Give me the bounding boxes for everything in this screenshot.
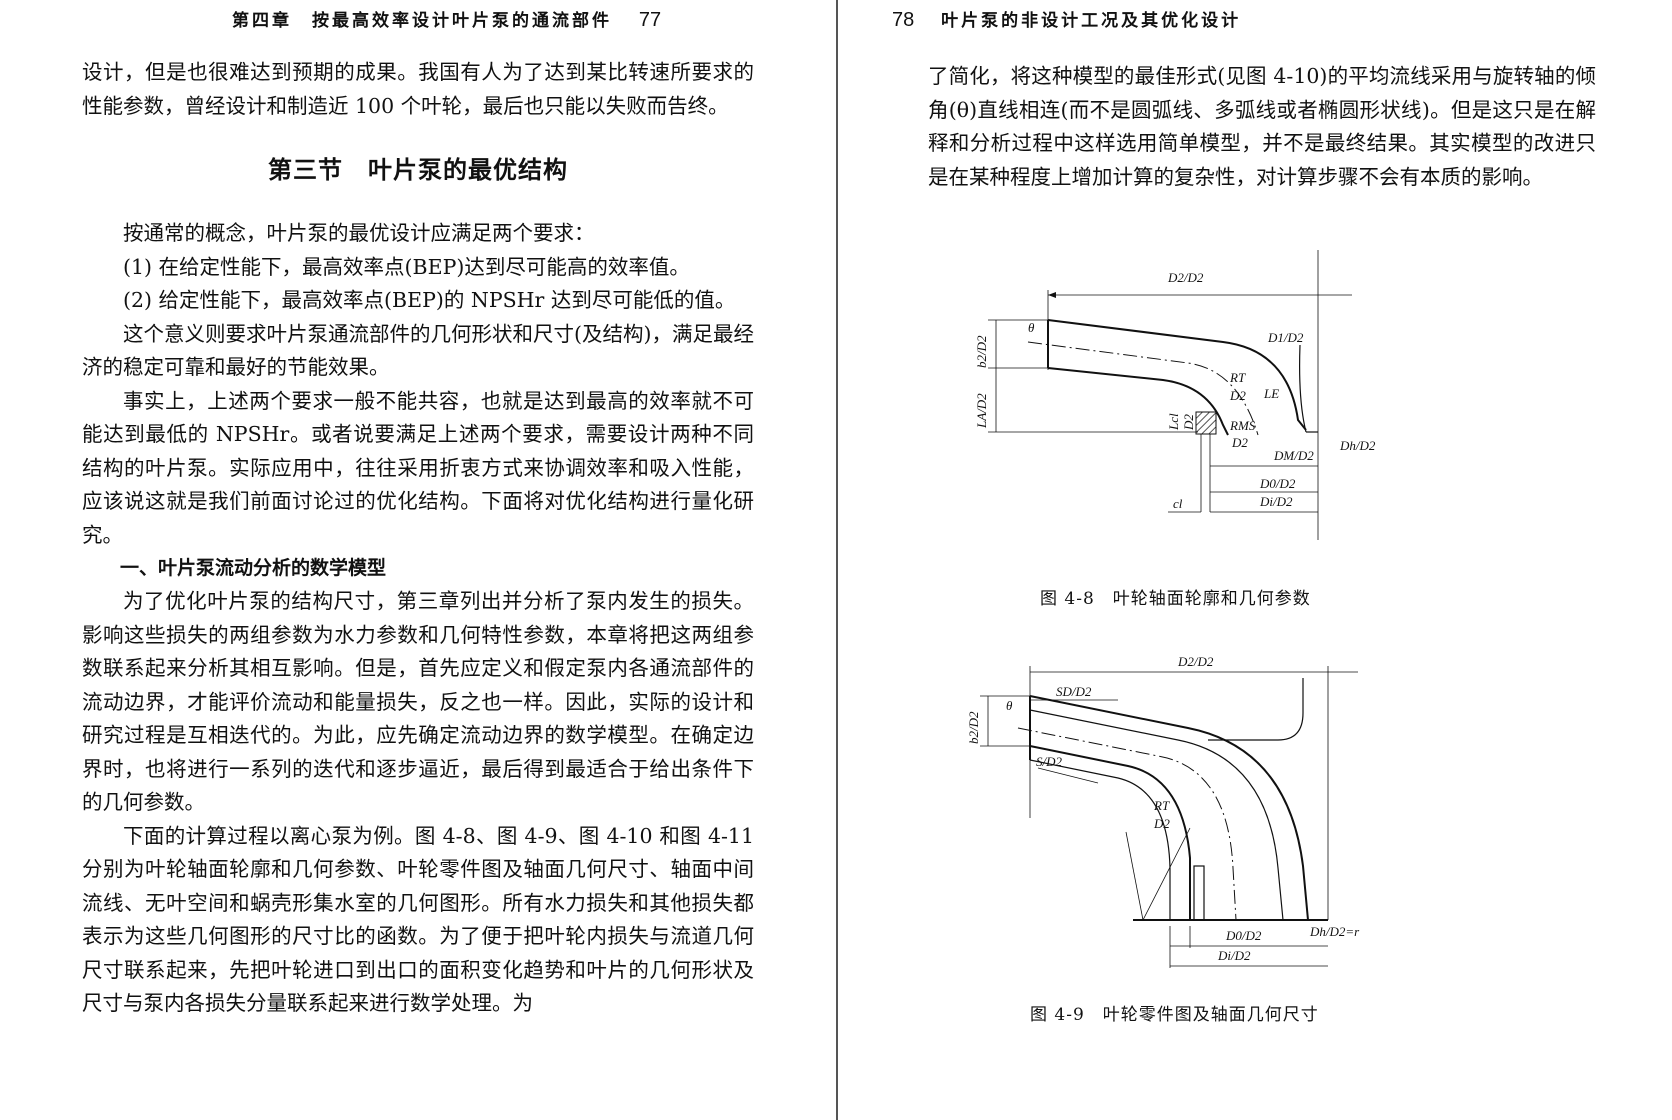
- right-header-title: 叶片泵的非设计工况及其优化设计: [941, 11, 1242, 31]
- paragraph: 设计，但是也很难达到预期的成果。我国有人为了达到某比转速所要求的性能参数，曾经设…: [82, 60, 754, 118]
- right-page: 78 叶片泵的非设计工况及其优化设计 了简化，将这种模型的最佳形式(见图 4-1…: [838, 0, 1672, 1120]
- section-heading: 第三节 叶片泵的最优结构: [268, 156, 568, 184]
- label-lcl: Lcl: [1166, 413, 1181, 431]
- label-d2: D2/D2: [1177, 654, 1214, 669]
- label-le: LE: [1263, 386, 1279, 401]
- label-rt: RT: [1229, 370, 1246, 385]
- label-cl: cl: [1173, 496, 1183, 511]
- leading-edge: [1299, 344, 1307, 433]
- label-d0: D0/D2: [1259, 476, 1296, 491]
- label-dh: Dh/D2=r: [1309, 924, 1360, 939]
- label-rt-den: D2: [1153, 816, 1170, 831]
- figure-4-8-diagram: D2/D2 b2/D2 LA/D2 θ D1/D2 RT D2 LE RMS: [974, 250, 1376, 540]
- figure-4-9-caption: 图 4-9 叶轮零件图及轴面几何尺寸: [1030, 1005, 1319, 1025]
- radius-line: [1125, 831, 1144, 921]
- label-d0: D0/D2: [1225, 928, 1262, 943]
- shroud-inner-contour: [1029, 709, 1284, 921]
- left-header-title: 第四章 按最高效率设计叶片泵的通流部件: [232, 11, 612, 31]
- label-di: Di/D2: [1217, 948, 1251, 963]
- label-theta: θ: [1028, 320, 1035, 335]
- label-rt: RT: [1153, 798, 1170, 813]
- hub-contour: [1047, 367, 1229, 436]
- left-page-header: 第四章 按最高效率设计叶片泵的通流部件 77: [232, 6, 661, 32]
- right-page-number: 78: [892, 9, 915, 31]
- label-b2: b2/D2: [966, 711, 981, 744]
- list-item: (1) 在给定性能下，最高效率点(BEP)达到尽可能高的效率值。: [123, 254, 690, 279]
- seal-ring: [1195, 411, 1217, 435]
- shroud-contour: [1029, 695, 1309, 921]
- eye-lip: [1208, 678, 1304, 741]
- book-spine: [836, 0, 838, 1120]
- paragraph: 下面的计算过程以离心泵为例。图 4-8、图 4-9、图 4-10 和图 4-11…: [82, 823, 754, 1016]
- label-dh: Dh/D2: [1339, 438, 1376, 453]
- shroud-contour: [1047, 319, 1307, 431]
- hub-contour: [1029, 745, 1191, 920]
- hub-inner-contour: [1029, 759, 1171, 920]
- left-page: 第四章 按最高效率设计叶片泵的通流部件 77 设计，但是也很难达到预期的成果。我…: [82, 6, 754, 1021]
- paragraph: 事实上，上述两个要求一般不能共容，也就是达到最高的效率就不可能达到最低的 NPS…: [82, 388, 754, 547]
- arrow-head: [1048, 292, 1056, 298]
- label-d2: D2/D2: [1167, 270, 1204, 285]
- label-rt-den: D2: [1229, 388, 1246, 403]
- hub-bore: [1193, 865, 1205, 921]
- figure-4-8-caption: 图 4-8 叶轮轴面轮廓和几何参数: [1040, 589, 1311, 609]
- label-sd: SD/D2: [1056, 684, 1092, 699]
- right-page-header: 78 叶片泵的非设计工况及其优化设计: [892, 6, 1241, 32]
- mean-streamline: [1017, 727, 1237, 921]
- label-rms: RMS: [1229, 418, 1256, 433]
- label-d1: D1/D2: [1267, 330, 1304, 345]
- paragraph: 按通常的概念，叶片泵的最优设计应满足两个要求：: [123, 221, 595, 245]
- label-lcl-den: D2: [1181, 414, 1196, 431]
- paragraph: 这个意义则要求叶片泵通流部件的几何形状和尺寸(及结构)，满足最经济的稳定可靠和最…: [82, 321, 754, 380]
- paragraph: 为了优化叶片泵的结构尺寸，第三章列出并分析了泵内发生的损失。影响这些损失的两组参…: [82, 589, 754, 814]
- label-la: LA/D2: [974, 393, 989, 429]
- label-s: S/D2: [1036, 754, 1063, 769]
- label-theta: θ: [1006, 698, 1013, 713]
- left-page-number: 77: [638, 9, 662, 31]
- label-rms-den: D2: [1231, 435, 1248, 450]
- leader-line: [1037, 767, 1099, 784]
- figure-4-9-diagram: D2/D2 SD/D2 θ b2/D2 S/D2 RT D2 Dh/D2=r D…: [966, 654, 1360, 968]
- mean-streamline: [1027, 341, 1259, 436]
- label-di: Di/D2: [1259, 494, 1293, 509]
- label-b2: b2/D2: [974, 335, 989, 368]
- paragraph: 了简化，将这种模型的最佳形式(见图 4-10)的平均流线采用与旋转轴的倾角(θ)…: [928, 64, 1596, 189]
- radius-line: [1142, 827, 1191, 921]
- list-item: (2) 给定性能下，最高效率点(BEP)的 NPSHr 达到尽可能低的值。: [123, 288, 736, 312]
- subsection-heading: 一、叶片泵流动分析的数学模型: [120, 557, 387, 579]
- left-page-body: 设计，但是也很难达到预期的成果。我国有人为了达到某比转速所要求的性能参数，曾经设…: [82, 56, 754, 1021]
- right-page-body: 了简化，将这种模型的最佳形式(见图 4-10)的平均流线采用与旋转轴的倾角(θ)…: [928, 60, 1596, 194]
- label-dm: DM/D2: [1273, 448, 1314, 463]
